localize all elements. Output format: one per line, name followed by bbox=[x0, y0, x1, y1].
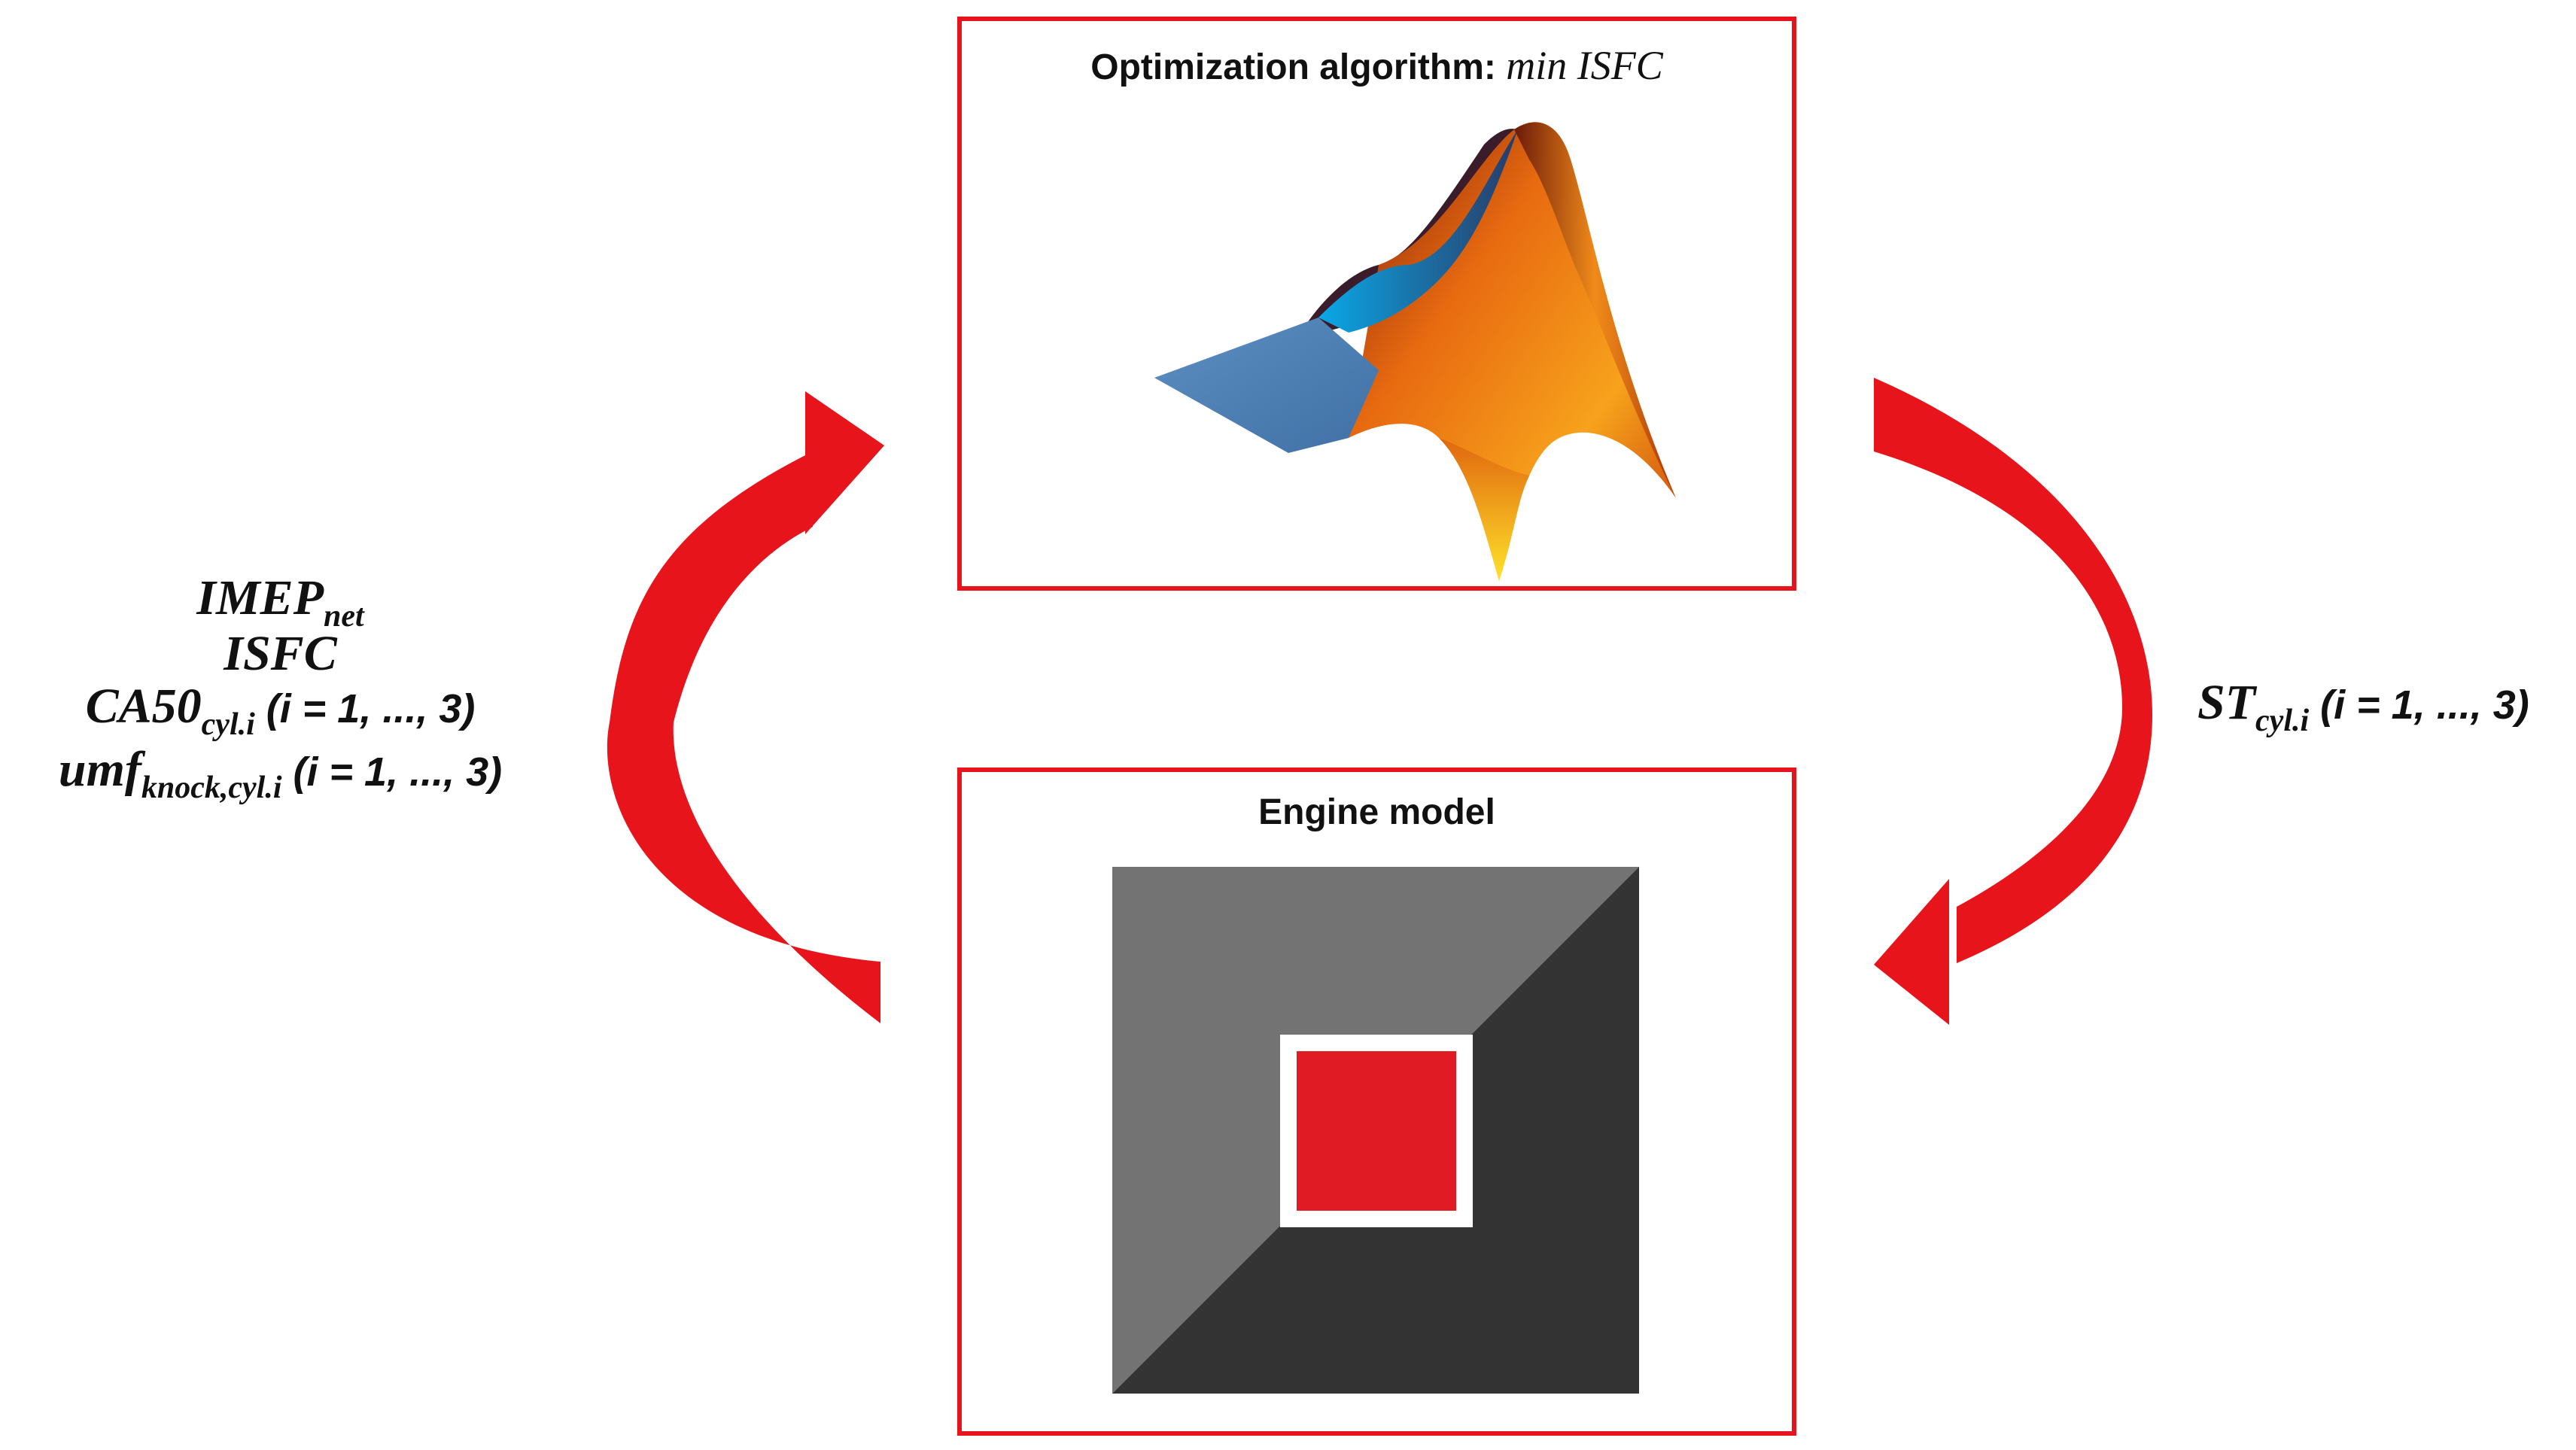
optimization-algorithm-box: Optimization algorithm: min ISFC bbox=[957, 17, 1796, 591]
optimization-title-text: Optimization algorithm: bbox=[1090, 47, 1507, 87]
umf-knock-label: umfknock,cyl.i (i = 1, ..., 3) bbox=[58, 742, 503, 806]
engine-model-box: Engine model bbox=[957, 768, 1796, 1436]
matlab-membrane-logo-icon bbox=[1154, 122, 1676, 582]
spark-timing-label: STcyl.i (i = 1, ..., 3) bbox=[2197, 675, 2529, 738]
engine-model-square-logo-icon bbox=[1112, 867, 1639, 1394]
right-arrow-head bbox=[1874, 879, 1949, 1025]
left-arrow-head bbox=[805, 391, 884, 534]
engine-outputs-labels: IMEPnet ISFC CA50cyl.i (i = 1, ..., 3) u… bbox=[0, 570, 561, 806]
right-arrow-body bbox=[1874, 378, 2152, 963]
ca50-label: CA50cyl.i (i = 1, ..., 3) bbox=[85, 679, 476, 743]
isfc-label: ISFC bbox=[224, 626, 337, 681]
optimization-title-math: min ISFC bbox=[1506, 43, 1663, 88]
imep-net-label: IMEPnet bbox=[196, 570, 364, 634]
engine-model-title: Engine model bbox=[1258, 792, 1495, 832]
optimization-algorithm-title: Optimization algorithm: min ISFC bbox=[962, 42, 1792, 89]
left-arrow-body bbox=[607, 451, 880, 1023]
